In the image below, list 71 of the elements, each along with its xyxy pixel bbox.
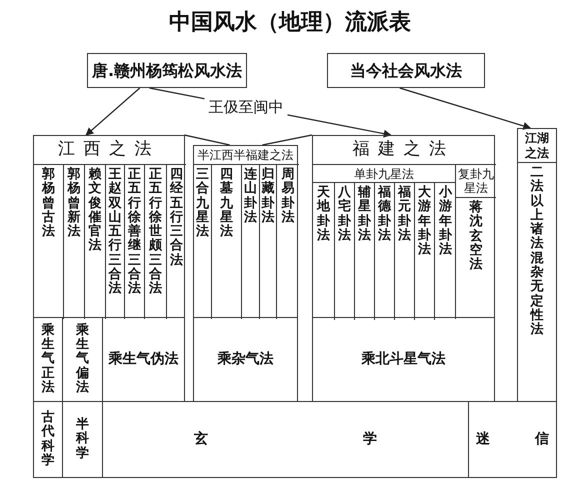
table-column: [241, 164, 259, 319]
table-column: [144, 164, 166, 319]
table-column: [211, 164, 241, 319]
cell-text: 赖文俊催官法: [88, 168, 102, 256]
school-box: [312, 135, 495, 318]
title: 中国风水（地理）流派表: [168, 8, 412, 37]
heading-text: 福建之法: [352, 138, 454, 162]
cell-text: 福元卦法: [398, 186, 411, 245]
cell-text: 半科学: [76, 418, 89, 461]
school-box: [193, 145, 298, 318]
cell-text: 玄 学: [194, 430, 377, 449]
table-column: [394, 182, 414, 320]
table-column: [517, 162, 557, 402]
cell-text: 江湖之法: [524, 131, 550, 160]
table-column: [124, 164, 144, 319]
table-column: [63, 164, 84, 319]
heading-text: 半江西半福建之法: [198, 147, 294, 164]
table-column: [84, 164, 105, 319]
cell-text: 四墓九星法: [220, 168, 233, 242]
cell-text: 周易卦法: [282, 168, 294, 227]
cell-text: 乘生气偏法: [76, 324, 89, 396]
cell-text: 天地卦法: [317, 186, 330, 245]
method-cell: [193, 317, 298, 402]
heading-text: 江西之法: [58, 138, 160, 162]
cell-text: 大游年卦法: [418, 186, 431, 260]
table-column: [166, 164, 186, 319]
table-column: [374, 182, 394, 320]
cell-text: 乘杂气法: [218, 350, 274, 369]
category-cell: [468, 401, 557, 478]
arrow: [400, 87, 532, 130]
cell-text: 正五行徐世颇三合法: [149, 168, 162, 298]
cell-text: 乘北斗星气法: [362, 350, 446, 369]
cell-text: 乘生气伪法: [108, 350, 178, 369]
heading-text: 单卦九星法: [354, 166, 414, 182]
table-column: [354, 182, 374, 320]
school-box: [517, 128, 557, 163]
cell-text: 迷 信: [476, 430, 549, 449]
cell-text: 四经五行三合法: [170, 168, 183, 270]
table-column: [414, 182, 434, 320]
cell-text: 唐.赣州杨筠松风水法: [92, 60, 242, 82]
table-column: [276, 164, 299, 319]
cell-text: 蒋沈玄空法: [470, 201, 482, 274]
table-column: [259, 164, 276, 319]
table-column: [434, 182, 456, 320]
cell-text: 郭杨曾古法: [42, 168, 55, 242]
cell-text: 当今社会风水法: [350, 60, 462, 82]
cell-text: 三合九星法: [196, 168, 209, 242]
table-column: [334, 182, 354, 320]
cell-text: 小游年卦法: [439, 186, 452, 260]
method-cell: [312, 317, 495, 402]
cell-text: 辅星卦法: [358, 186, 371, 245]
edge-label: 王伋至闽中: [204, 96, 288, 118]
cell-text: 古代科学: [42, 410, 54, 468]
arrow: [85, 88, 140, 136]
cell-text: 八宅卦法: [338, 186, 351, 245]
source-box: [327, 53, 485, 88]
source-box: [87, 53, 247, 88]
cell-text: 二法以上诸法混杂无定性法: [530, 166, 544, 340]
category-cell: [33, 401, 63, 478]
cell-text: 郭杨曾新法: [68, 168, 80, 242]
cell-text: 正五行徐善继三合法: [128, 168, 141, 298]
cell-text: 连山卦法: [244, 168, 257, 227]
cell-text: 乘生气正法: [42, 324, 54, 396]
cell-text: 归藏卦法: [262, 168, 274, 227]
group-box: [313, 164, 456, 319]
table-column: [105, 164, 124, 319]
school-box: [33, 135, 185, 318]
category-cell: [102, 401, 469, 478]
heading-text: 复卦九星法: [457, 166, 495, 196]
cell-text: 王赵双山五行三合法: [108, 168, 122, 298]
cell-text: 福德卦法: [378, 186, 391, 245]
